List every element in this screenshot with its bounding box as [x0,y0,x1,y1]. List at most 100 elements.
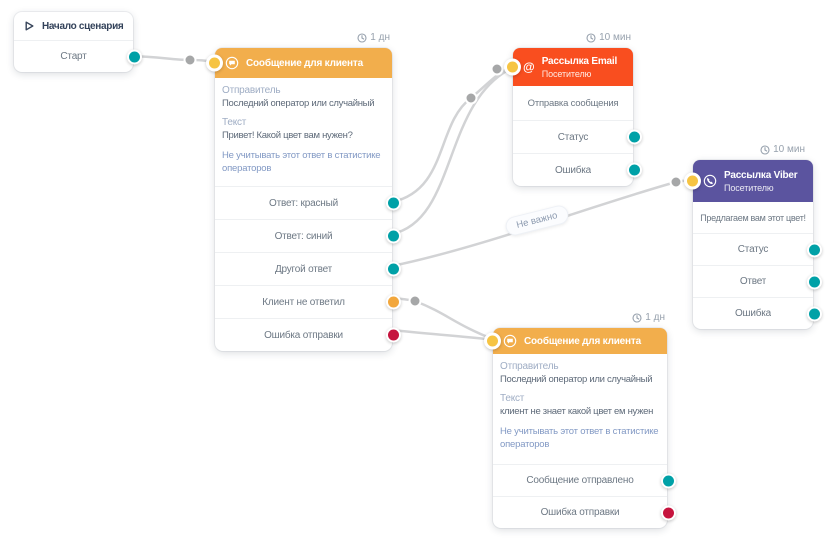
wire-handle[interactable] [183,53,197,67]
output-port-answer-blue[interactable] [386,228,401,244]
email-status-row: Отправка сообщения [513,86,633,120]
wire-handle[interactable] [669,175,683,189]
input-port-message1[interactable] [206,54,223,72]
field-label: Текст [222,117,247,128]
delay-value: 1 дн [370,32,390,43]
field-value: Последний оператор или случайный [500,374,653,385]
email-status-text: Отправка сообщения [527,97,619,109]
field-label: Отправитель [222,85,281,96]
output-label: Статус [557,131,589,143]
connection-red-answer-to-email[interactable] [390,65,516,204]
output-row: Ответ: синий [215,219,401,252]
message1-title: Сообщение для клиента [246,57,363,69]
output-label: Ошибка отправки [540,507,620,518]
play-icon [23,20,35,32]
wire-handle[interactable] [490,62,504,76]
node-start[interactable]: Начало сценария Старт [14,12,142,72]
chat-bubble-icon [503,334,517,348]
output-port-answer-red[interactable] [386,195,401,211]
output-label: Сообщение отправлено [526,475,634,486]
output-row: Другой ответ [215,252,401,285]
viber-subtitle: Посетителю [724,182,774,193]
node-message-1[interactable]: 1 дн Сообщение для клиента Отправитель П… [206,32,401,351]
field-value: Последний оператор или случайный [222,98,375,109]
delay-badge[interactable]: 10 мин [760,144,805,155]
output-label: Ответ [739,276,767,287]
field-label: Отправитель [500,361,559,372]
message2-title: Сообщение для клиента [524,335,641,347]
output-port-viber-status[interactable] [807,242,822,257]
chat-bubble-icon [225,56,239,70]
email-header[interactable]: @ Рассылка Email Посетителю [504,48,633,86]
connection-send-error-to-message2[interactable] [390,328,497,342]
output-row: Ошибка отправки [493,496,676,528]
field-value: Привет! Какой цвет вам нужен? [222,130,353,141]
output-port-viber-error[interactable] [807,306,822,321]
output-port-no-answer[interactable] [386,294,401,310]
output-port-other-answer[interactable] [386,261,401,277]
output-row: Сообщение отправлено [493,464,676,496]
output-label: Ответ: красный [269,197,338,209]
viber-title: Рассылка Viber [724,169,798,181]
output-row: Ответ [693,265,822,297]
clock-icon [586,32,596,43]
input-port-viber[interactable] [684,172,701,190]
output-label: Статус [737,244,769,255]
node-email[interactable]: 10 мин @ Рассылка Email Посетителю Отпра… [504,32,642,186]
delay-value: 10 мин [599,32,631,43]
node-message-2[interactable]: 1 дн Сообщение для клиента Отправитель П… [484,312,676,528]
viber-header[interactable]: Рассылка Viber Посетителю [684,160,813,202]
delay-badge[interactable]: 10 мин [586,32,631,43]
connection-start-to-message1[interactable] [131,54,219,65]
delay-badge[interactable]: 1 дн [632,312,665,323]
stats-note: Не учитывать этот ответ в статистике опе… [500,426,659,450]
field-label: Текст [500,393,525,404]
start-node-title: Начало сценария [42,20,124,32]
connection-blue-answer-to-email[interactable] [390,65,516,236]
delay-value: 10 мин [773,144,805,155]
email-at-icon: @ [523,60,535,74]
output-row: Клиент не ответил [215,285,401,318]
start-node-header[interactable]: Начало сценария [14,12,133,40]
output-port-send-error[interactable] [661,505,676,520]
output-port-send-error[interactable] [386,327,401,343]
wire-handle[interactable] [464,91,478,105]
input-port-message2[interactable] [484,332,501,350]
wire-handle[interactable] [408,294,422,308]
clock-icon [632,312,642,323]
node-viber[interactable]: 10 мин Рассылка Viber Посетителю Предлаг… [684,144,822,329]
delay-badge[interactable]: 1 дн [357,32,390,43]
output-port-email-status[interactable] [627,129,642,145]
start-output-label: Старт [60,51,87,62]
output-label: Другой ответ [274,263,333,275]
delay-value: 1 дн [645,312,665,323]
input-port-email[interactable] [504,58,521,76]
email-title: Рассылка Email [541,55,618,67]
output-label: Ошибка [554,164,592,176]
viber-phone-icon [703,174,717,188]
field-value: клиент не знает какой цвет ем нужен [500,406,654,417]
clock-icon [357,32,367,43]
output-row: Статус [693,233,822,265]
output-port-viber-answer[interactable] [807,274,822,289]
viber-message-text: Предлагаем вам этот цвет! [700,212,806,223]
output-port-email-error[interactable] [627,162,642,178]
output-port-message-sent[interactable] [661,473,676,488]
output-label: Ответ: синий [274,230,333,242]
viber-message-row: Предлагаем вам этот цвет! [693,202,813,233]
message1-header[interactable]: Сообщение для клиента [206,48,392,78]
stats-note: Не учитывать этот ответ в статистике опе… [222,150,381,174]
output-label: Клиент не ответил [262,296,345,308]
email-subtitle: Посетителю [541,68,592,79]
message1-body: Отправитель Последний оператор или случа… [215,78,392,186]
message2-header[interactable]: Сообщение для клиента [484,328,667,354]
output-row: Ошибка [693,297,822,329]
output-port-start[interactable] [127,49,142,64]
output-label: Ошибка [734,308,772,319]
clock-icon [760,144,770,155]
output-row: Статус [513,120,642,153]
output-row: Ответ: красный [215,186,401,219]
output-label: Ошибка отправки [264,329,343,341]
